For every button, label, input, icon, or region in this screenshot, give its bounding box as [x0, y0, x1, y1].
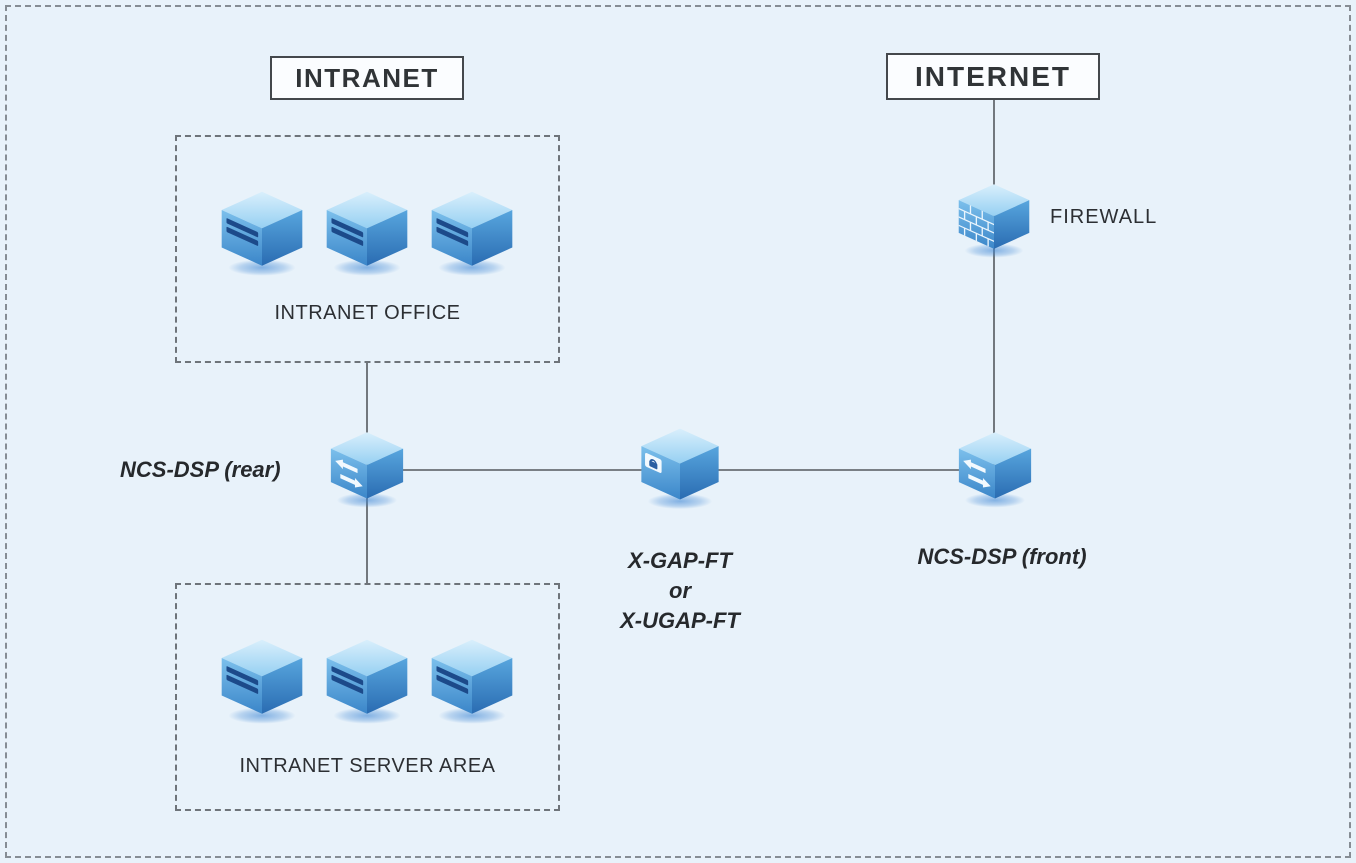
gateway-label: X-GAP-FT or X-UGAP-FT — [595, 546, 765, 636]
gateway-label-line1: X-GAP-FT — [628, 548, 732, 573]
security-gateway-icon — [634, 424, 726, 516]
intranet-office-label: INTRANET OFFICE — [274, 302, 461, 324]
ncs-dsp-front-label: NCS-DSP (front) — [917, 544, 1087, 569]
firewall-icon — [952, 180, 1036, 264]
intranet-office-group: INTRANET OFFICE — [175, 135, 560, 363]
server-icon — [214, 187, 310, 283]
intranet-server-area-group: INTRANET SERVER AREA — [175, 583, 560, 811]
switch-icon — [952, 428, 1038, 514]
server-icon — [424, 187, 520, 283]
server-icon — [319, 635, 415, 731]
gateway-label-line2: or — [669, 578, 691, 603]
internet-zone-box: INTERNET — [886, 53, 1100, 100]
intranet-zone-label: INTRANET — [295, 62, 439, 93]
gateway-label-line3: X-UGAP-FT — [620, 608, 740, 633]
ncs-dsp-rear-label: NCS-DSP (rear) — [120, 457, 281, 482]
server-icon — [319, 187, 415, 283]
intranet-server-area-label: INTRANET SERVER AREA — [239, 755, 496, 777]
firewall-label: FIREWALL — [1050, 206, 1158, 228]
server-icon — [424, 635, 520, 731]
switch-icon — [324, 428, 410, 514]
internet-zone-label: INTERNET — [915, 60, 1071, 92]
server-icon — [214, 635, 310, 731]
intranet-zone-box: INTRANET — [270, 56, 464, 100]
